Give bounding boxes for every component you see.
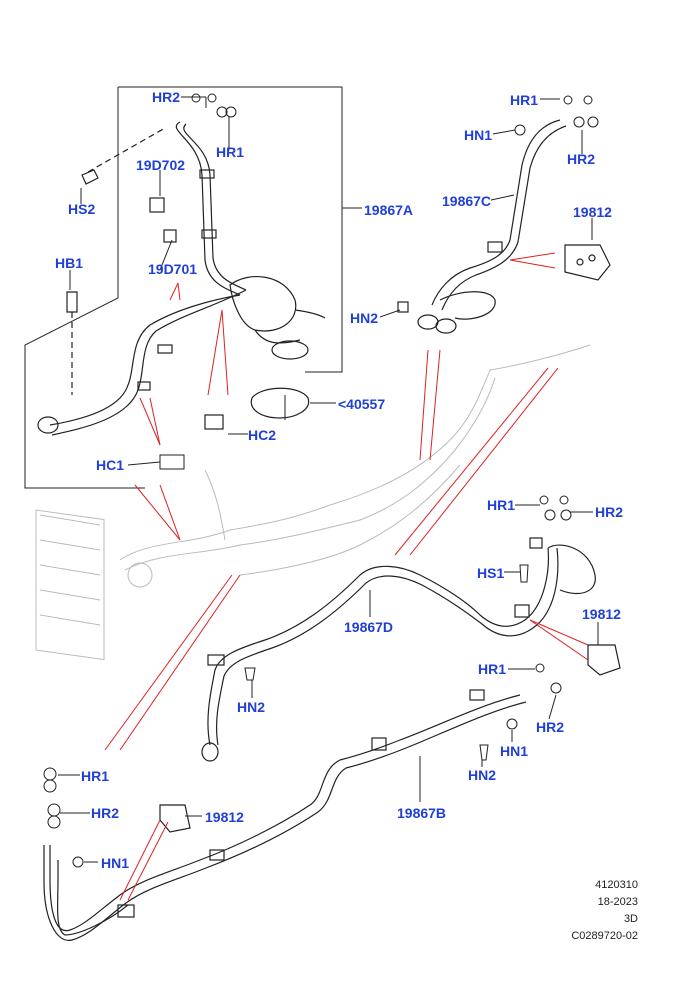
- callout-40557: <40557: [338, 396, 386, 412]
- callout-19812-bl: 19812: [205, 809, 244, 825]
- callout-hr1-r: HR1: [487, 497, 516, 513]
- callout-hs2: HS2: [68, 201, 96, 217]
- callout-hc2: HC2: [248, 427, 277, 443]
- callout-hn1-bl: HN1: [101, 855, 130, 871]
- pipe-19867b: [43, 689, 527, 941]
- vehicle-context-faded: [35, 344, 591, 661]
- callout-hr1-bl: HR1: [81, 768, 110, 784]
- red-leaders: [104, 252, 589, 901]
- callout-hn1-tr: HN1: [464, 127, 493, 143]
- callout-19867d: 19867D: [344, 619, 394, 635]
- callout-19d701: 19D701: [148, 261, 198, 277]
- callout-hr2-br: HR2: [536, 719, 565, 735]
- callout-hr1-top: HR1: [216, 144, 245, 160]
- callout-19867a: 19867A: [364, 202, 414, 218]
- callout-hr1-tr: HR1: [510, 92, 539, 108]
- callout-hn2-l: HN2: [237, 699, 266, 715]
- group-19867a-frame: [24, 86, 362, 489]
- footer-view-type: 3D: [623, 913, 638, 925]
- footer-drawing-id: C0289720-02: [571, 930, 638, 942]
- callout-hs1: HS1: [477, 565, 505, 581]
- callout-hn2-br: HN2: [468, 767, 497, 783]
- callout-hr2-bl: HR2: [91, 805, 120, 821]
- callout-hr2-top: HR2: [152, 89, 181, 105]
- callout-hr1-br: HR1: [478, 661, 507, 677]
- pipe-19867a: [37, 121, 326, 436]
- pipe-19867c: [397, 119, 611, 334]
- callout-19867c: 19867C: [442, 193, 492, 209]
- footer-date-code: 18-2023: [597, 896, 638, 908]
- callout-19812-tr: 19812: [573, 204, 612, 220]
- callout-hr2-tr: HR2: [567, 151, 596, 167]
- callout-19d702: 19D702: [136, 157, 186, 173]
- callout-19812-r: 19812: [582, 606, 621, 622]
- black-leaders: [58, 96, 599, 863]
- callout-hr2-r: HR2: [595, 504, 624, 520]
- footer-ref-number: 4120310: [595, 879, 638, 891]
- callout-hb1: HB1: [55, 255, 84, 271]
- callout-19867b: 19867B: [397, 805, 447, 821]
- callout-hn1-br: HN1: [500, 743, 529, 759]
- pipe-19867d: [201, 537, 621, 762]
- callout-hc1: HC1: [96, 457, 125, 473]
- bolts-left: [66, 127, 166, 395]
- callout-hn2-mid: HN2: [350, 310, 379, 326]
